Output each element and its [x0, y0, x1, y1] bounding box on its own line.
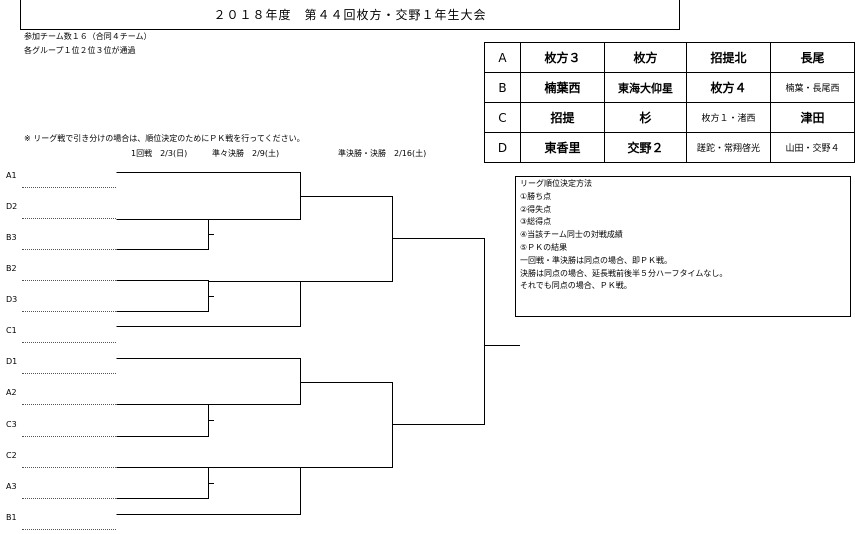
slot-label: A3 [6, 482, 17, 491]
participants-note: 参加チーム数１６（合同４チーム） [24, 32, 152, 41]
slot-label: C3 [6, 420, 17, 429]
match-line [116, 281, 301, 327]
slot-label: A2 [6, 388, 17, 397]
rule-item: 一回戦・準決勝は同点の場合、即ＰＫ戦。 [520, 255, 672, 265]
match-line [116, 172, 301, 220]
team-name-line [22, 187, 116, 188]
team-cell: 交野２ [604, 132, 687, 163]
team-name-line [22, 342, 116, 343]
team-cell: 楠葉・長尾西 [770, 72, 855, 103]
slot-label: A1 [6, 171, 17, 180]
rule-item: ①勝ち点 [520, 191, 552, 201]
team-name-line [22, 218, 116, 219]
slot-label: B1 [6, 513, 17, 522]
team-name-line [22, 467, 116, 468]
match-line [116, 280, 209, 312]
group-row-d: D 東香里 交野２ 蹉跎・常翔啓光 山田・交野４ [484, 132, 855, 163]
team-cell: 東香里 [520, 132, 605, 163]
slot-label: B3 [6, 233, 17, 242]
group-table: A 枚方３ 枚方 招提北 長尾 B 楠葉西 東海大仰星 枚方４ 楠葉・長尾西 C… [484, 42, 855, 163]
team-name-line [22, 404, 116, 405]
match-line [116, 467, 209, 499]
pk-note: ※ リーグ戦で引き分けの場合は、順位決定のためにＰＫ戦を行ってください。 [24, 134, 305, 143]
team-name-line [22, 280, 116, 281]
group-label: B [484, 72, 521, 103]
slot-label: C1 [6, 326, 17, 335]
slot-label: D2 [6, 202, 18, 211]
team-cell: 長尾 [770, 42, 855, 73]
slot-label: B2 [6, 264, 17, 273]
rule-item: ②得失点 [520, 204, 552, 214]
team-cell: 枚方１・渚西 [686, 102, 771, 133]
rule-item: ⑤ＰＫの結果 [520, 242, 568, 252]
rule-item: 決勝は同点の場合、延長戦前後半５分ハーフタイムなし。 [520, 268, 728, 278]
ranking-rules-box: リーグ順位決定方法 ①勝ち点 ②得失点 ③総得点 ④当該チーム同士の対戦成績 ⑤… [515, 176, 851, 317]
team-cell: 山田・交野４ [770, 132, 855, 163]
rules-heading: リーグ順位決定方法 [520, 179, 592, 188]
match-line [392, 238, 485, 425]
slot-label: D1 [6, 357, 18, 366]
match-line [300, 382, 393, 468]
team-name-line [22, 498, 116, 499]
rule-item: ④当該チーム同士の対戦成績 [520, 230, 623, 240]
rule-item: それでも同点の場合、ＰＫ戦。 [520, 281, 632, 291]
rule-item: ③総得点 [520, 217, 552, 227]
advance-note: 各グループ１位２位３位が通過 [24, 46, 136, 55]
match-line [116, 467, 301, 515]
group-label: D [484, 132, 521, 163]
team-name-line [22, 436, 116, 437]
team-cell: 招提 [520, 102, 605, 133]
slot-label: C2 [6, 451, 17, 460]
team-name-line [22, 373, 116, 374]
team-name-line [22, 529, 116, 530]
match-line [300, 196, 393, 282]
team-name-line [22, 311, 116, 312]
tournament-title: ２０１８年度 第４４回枚方・交野１年生大会 [20, 0, 680, 30]
group-row-c: C 招提 杉 枚方１・渚西 津田 [484, 102, 855, 133]
schedule-semi-final: 準決勝・決勝 2/16(土) [338, 149, 427, 158]
slot-label: D3 [6, 295, 18, 304]
match-line [116, 358, 301, 405]
group-row-a: A 枚方３ 枚方 招提北 長尾 [484, 42, 855, 73]
schedule-round1: 1回戦 2/3(日) [131, 149, 188, 158]
team-name-line [22, 249, 116, 250]
match-line [116, 219, 209, 250]
team-cell: 蹉跎・常翔啓光 [686, 132, 771, 163]
match-line [116, 404, 209, 437]
schedule-quarter: 準々決勝 2/9(土) [212, 149, 280, 158]
